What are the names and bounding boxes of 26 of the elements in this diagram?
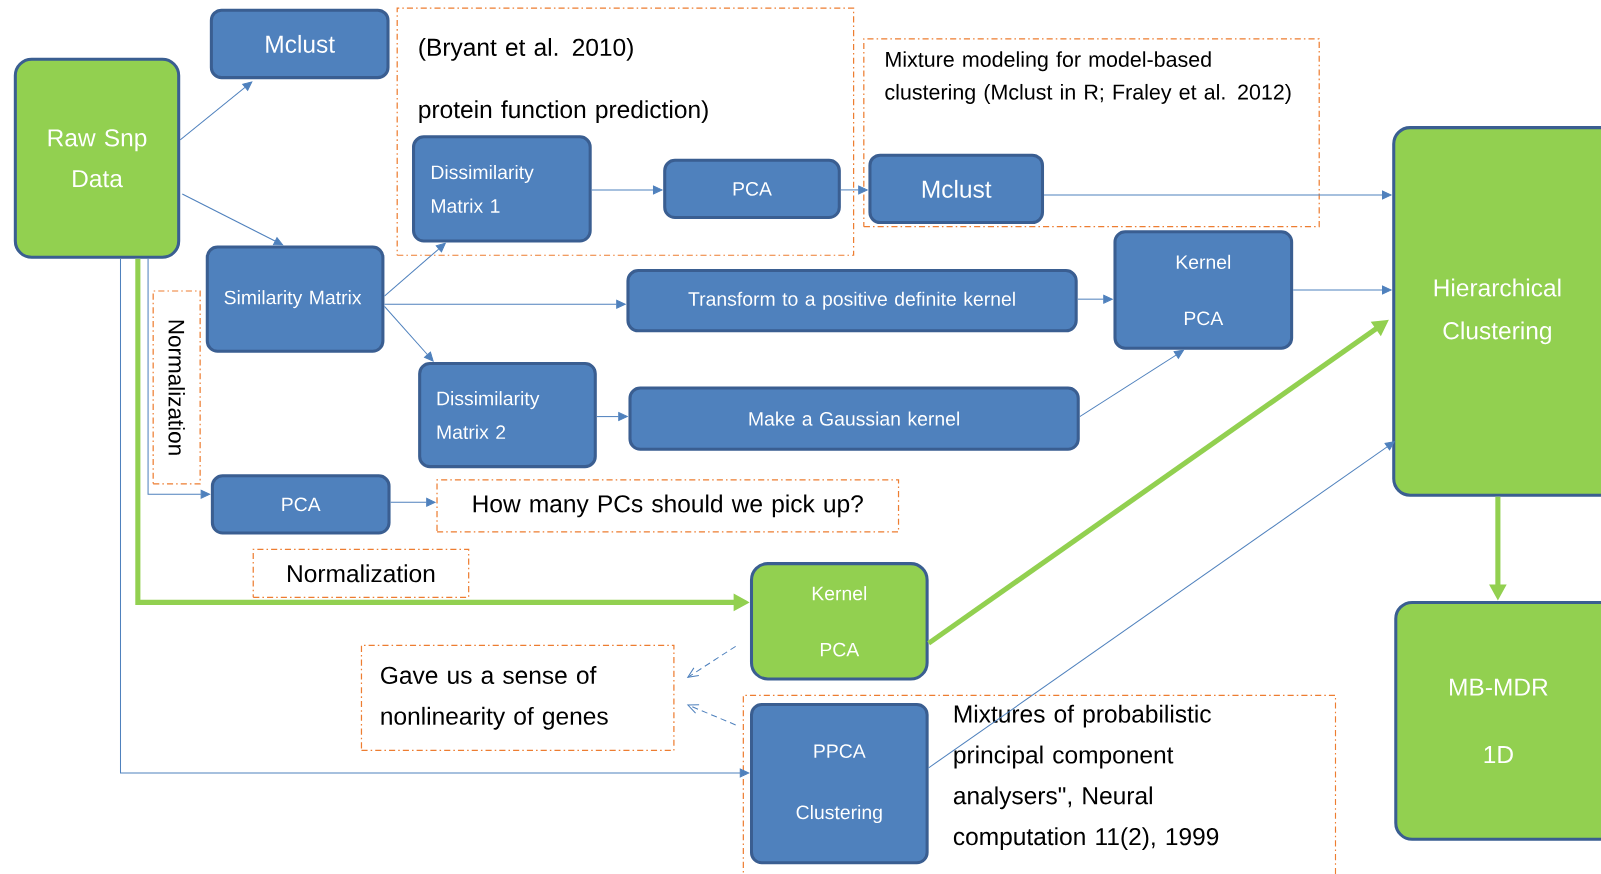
process-box: Dissimilarity Matrix 2 bbox=[418, 361, 597, 469]
process-box: Transform to a positive definite kernel bbox=[626, 269, 1078, 333]
arrow bbox=[686, 645, 737, 678]
process-box: Kernel PCA bbox=[749, 562, 929, 681]
arrow bbox=[383, 305, 434, 362]
process-box: Mclust bbox=[868, 153, 1045, 225]
arrow bbox=[147, 258, 211, 499]
arrow bbox=[179, 81, 253, 141]
note-box: Gave us a sense of nonlinearity of genes bbox=[360, 644, 675, 752]
process-box: Similarity Matrix bbox=[205, 245, 385, 353]
process-box: MB-MDR 1D bbox=[1394, 600, 1601, 841]
process-box: Dissimilarity Matrix 1 bbox=[412, 135, 592, 243]
note-box: Normalization bbox=[252, 548, 470, 598]
process-box: PPCA Clustering bbox=[749, 703, 929, 865]
process-box: PCA bbox=[210, 474, 391, 535]
process-box: Kernel PCA bbox=[1113, 230, 1294, 350]
process-box: Raw Snp Data bbox=[13, 57, 181, 259]
process-box: Mclust bbox=[209, 8, 390, 80]
arrow bbox=[686, 704, 737, 726]
process-box: Make a Gaussian kernel bbox=[628, 386, 1080, 451]
arrow bbox=[181, 193, 284, 246]
process-box: Hierarchical Clustering bbox=[1392, 126, 1601, 497]
note-box: How many PCs should we pick up? bbox=[436, 479, 900, 533]
note-box: Normalization bbox=[152, 290, 201, 485]
process-box: PCA bbox=[663, 158, 841, 219]
arrow bbox=[120, 258, 750, 778]
